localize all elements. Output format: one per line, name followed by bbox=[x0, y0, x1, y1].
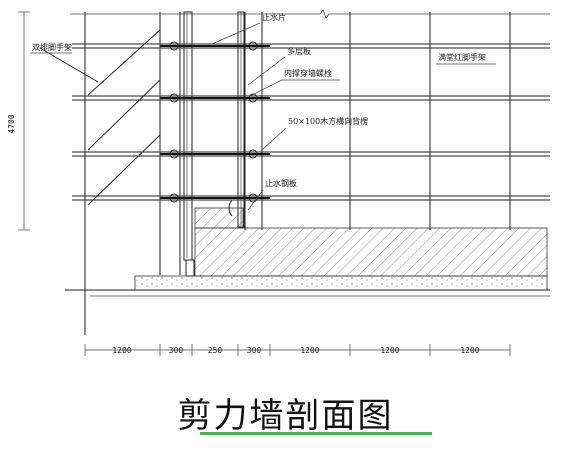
dim-4: 300 bbox=[247, 346, 262, 355]
dim-3: 250 bbox=[208, 346, 223, 355]
dim-5: 1200 bbox=[300, 346, 319, 355]
drawing-title: 剪力墙剖面图 bbox=[177, 396, 394, 436]
dim-1: 1200 bbox=[112, 346, 131, 355]
diagonal-braces bbox=[39, 29, 161, 206]
label-full-support: 满堂红脚手架 bbox=[438, 52, 486, 62]
label-steel-plate: 止水钢板 bbox=[265, 178, 297, 188]
dim-6: 1200 bbox=[380, 346, 399, 355]
label-timber: 50×100木方横向背楞 bbox=[288, 116, 368, 126]
label-stop-water-plate: 止水片 bbox=[262, 12, 286, 22]
horizontal-ledgers bbox=[72, 43, 550, 201]
annotations: 双排脚手架 止水片 多层板 内撑穿墙螺栓 50×100木方横向背楞 止水钢板 满… bbox=[30, 12, 496, 211]
bottom-dimensions: 1200 300 250 300 1200 1200 1200 bbox=[84, 344, 511, 356]
dim-2: 300 bbox=[169, 346, 184, 355]
height-dimension-text: 4700 bbox=[7, 114, 16, 133]
foundation bbox=[65, 199, 550, 297]
title-underline bbox=[200, 432, 432, 435]
label-wall-bolt: 内撑穿墙螺栓 bbox=[284, 68, 332, 78]
label-multilayer-board: 多层板 bbox=[287, 46, 311, 56]
label-double-row-scaffold: 双排脚手架 bbox=[32, 42, 72, 52]
wall-bolts bbox=[160, 41, 270, 203]
height-dimension: 4700 bbox=[7, 11, 30, 231]
dim-7: 1200 bbox=[460, 346, 479, 355]
